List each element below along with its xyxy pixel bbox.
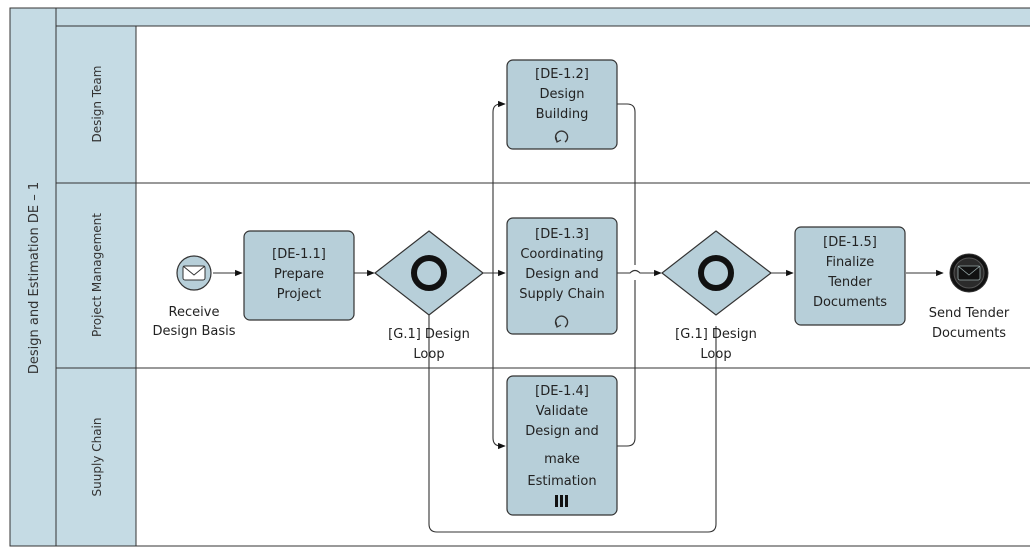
lane-header xyxy=(55,182,137,369)
start-event-receive-design-basis[interactable]: Receive Design Basis xyxy=(152,255,236,339)
lane-design-team: Design Team xyxy=(55,25,1030,184)
event-label: Design Basis xyxy=(152,324,235,339)
lane-label: Project Management xyxy=(90,213,104,337)
envelope-icon xyxy=(182,265,206,281)
task-label: make xyxy=(544,452,580,467)
task-label: Estimation xyxy=(527,474,596,489)
task-label: Building xyxy=(536,107,589,122)
task-label: Supply Chain xyxy=(519,287,605,302)
flow-loop-back xyxy=(425,295,717,533)
task-label: Coordinating xyxy=(520,247,603,262)
lane-header xyxy=(55,367,137,547)
lane-header xyxy=(55,25,137,184)
flow-de12-to-g1b xyxy=(617,103,636,265)
task-label: Documents xyxy=(813,295,887,310)
task-label: Validate xyxy=(536,404,588,419)
pool-top-band xyxy=(55,7,1030,27)
task-de-1-5[interactable]: [DE-1.5] Finalize Tender Documents xyxy=(794,226,906,326)
gateway-label: Loop xyxy=(413,347,444,362)
event-label: Receive xyxy=(169,305,220,320)
task-label: Design xyxy=(540,87,585,102)
pool-header xyxy=(9,7,57,547)
flow-g1a-to-de12 xyxy=(483,100,506,274)
flow-de13-to-g1b xyxy=(617,269,662,277)
task-label: [DE-1.1] xyxy=(272,247,326,262)
parallel-multi-instance-icon xyxy=(555,495,568,507)
task-label: [DE-1.2] xyxy=(535,67,589,82)
gateway-g1-design-loop-1[interactable]: [G.1] Design Loop xyxy=(374,230,484,362)
pool-label: Design and Estimation DE – 1 xyxy=(27,182,42,374)
lane-label: Design Team xyxy=(90,66,104,143)
inclusive-gateway-icon xyxy=(411,255,447,291)
gateway-label: [G.1] Design xyxy=(675,327,757,342)
task-label: [DE-1.3] xyxy=(535,227,589,242)
flow-g1a-to-de14 xyxy=(492,273,506,450)
envelope-filled-icon xyxy=(957,265,981,281)
task-label: Design and xyxy=(525,267,598,282)
sequence-flows xyxy=(213,100,944,533)
task-label: [DE-1.5] xyxy=(823,235,877,250)
inclusive-gateway-icon xyxy=(698,255,734,291)
task-de-1-3[interactable]: [DE-1.3] Coordinating Design and Supply … xyxy=(506,217,618,335)
task-label: Finalize xyxy=(826,255,874,270)
end-event-send-tender-documents[interactable]: Send Tender Documents xyxy=(929,253,1010,341)
task-de-1-4[interactable]: [DE-1.4] Validate Design and make Estima… xyxy=(506,375,618,516)
task-label: Tender xyxy=(827,275,872,290)
gateway-label: [G.1] Design xyxy=(388,327,470,342)
gateway-label: Loop xyxy=(700,347,731,362)
event-label: Send Tender xyxy=(929,306,1010,321)
task-label: [DE-1.4] xyxy=(535,384,589,399)
task-label: Project xyxy=(277,287,321,302)
task-de-1-1[interactable]: [DE-1.1] Prepare Project xyxy=(243,230,355,321)
flow-de14-to-g1b xyxy=(617,280,636,447)
task-label: Prepare xyxy=(274,267,324,282)
lane-label: Suuply Chain xyxy=(90,418,104,497)
task-de-1-2[interactable]: [DE-1.2] Design Building xyxy=(506,59,618,150)
event-label: Documents xyxy=(932,326,1006,341)
lane-supply-chain: Suuply Chain xyxy=(55,367,137,547)
gateway-g1-design-loop-2[interactable]: [G.1] Design Loop xyxy=(661,230,772,362)
task-label: Design and xyxy=(525,424,598,439)
lane-project-management: Project Management xyxy=(55,182,1030,369)
